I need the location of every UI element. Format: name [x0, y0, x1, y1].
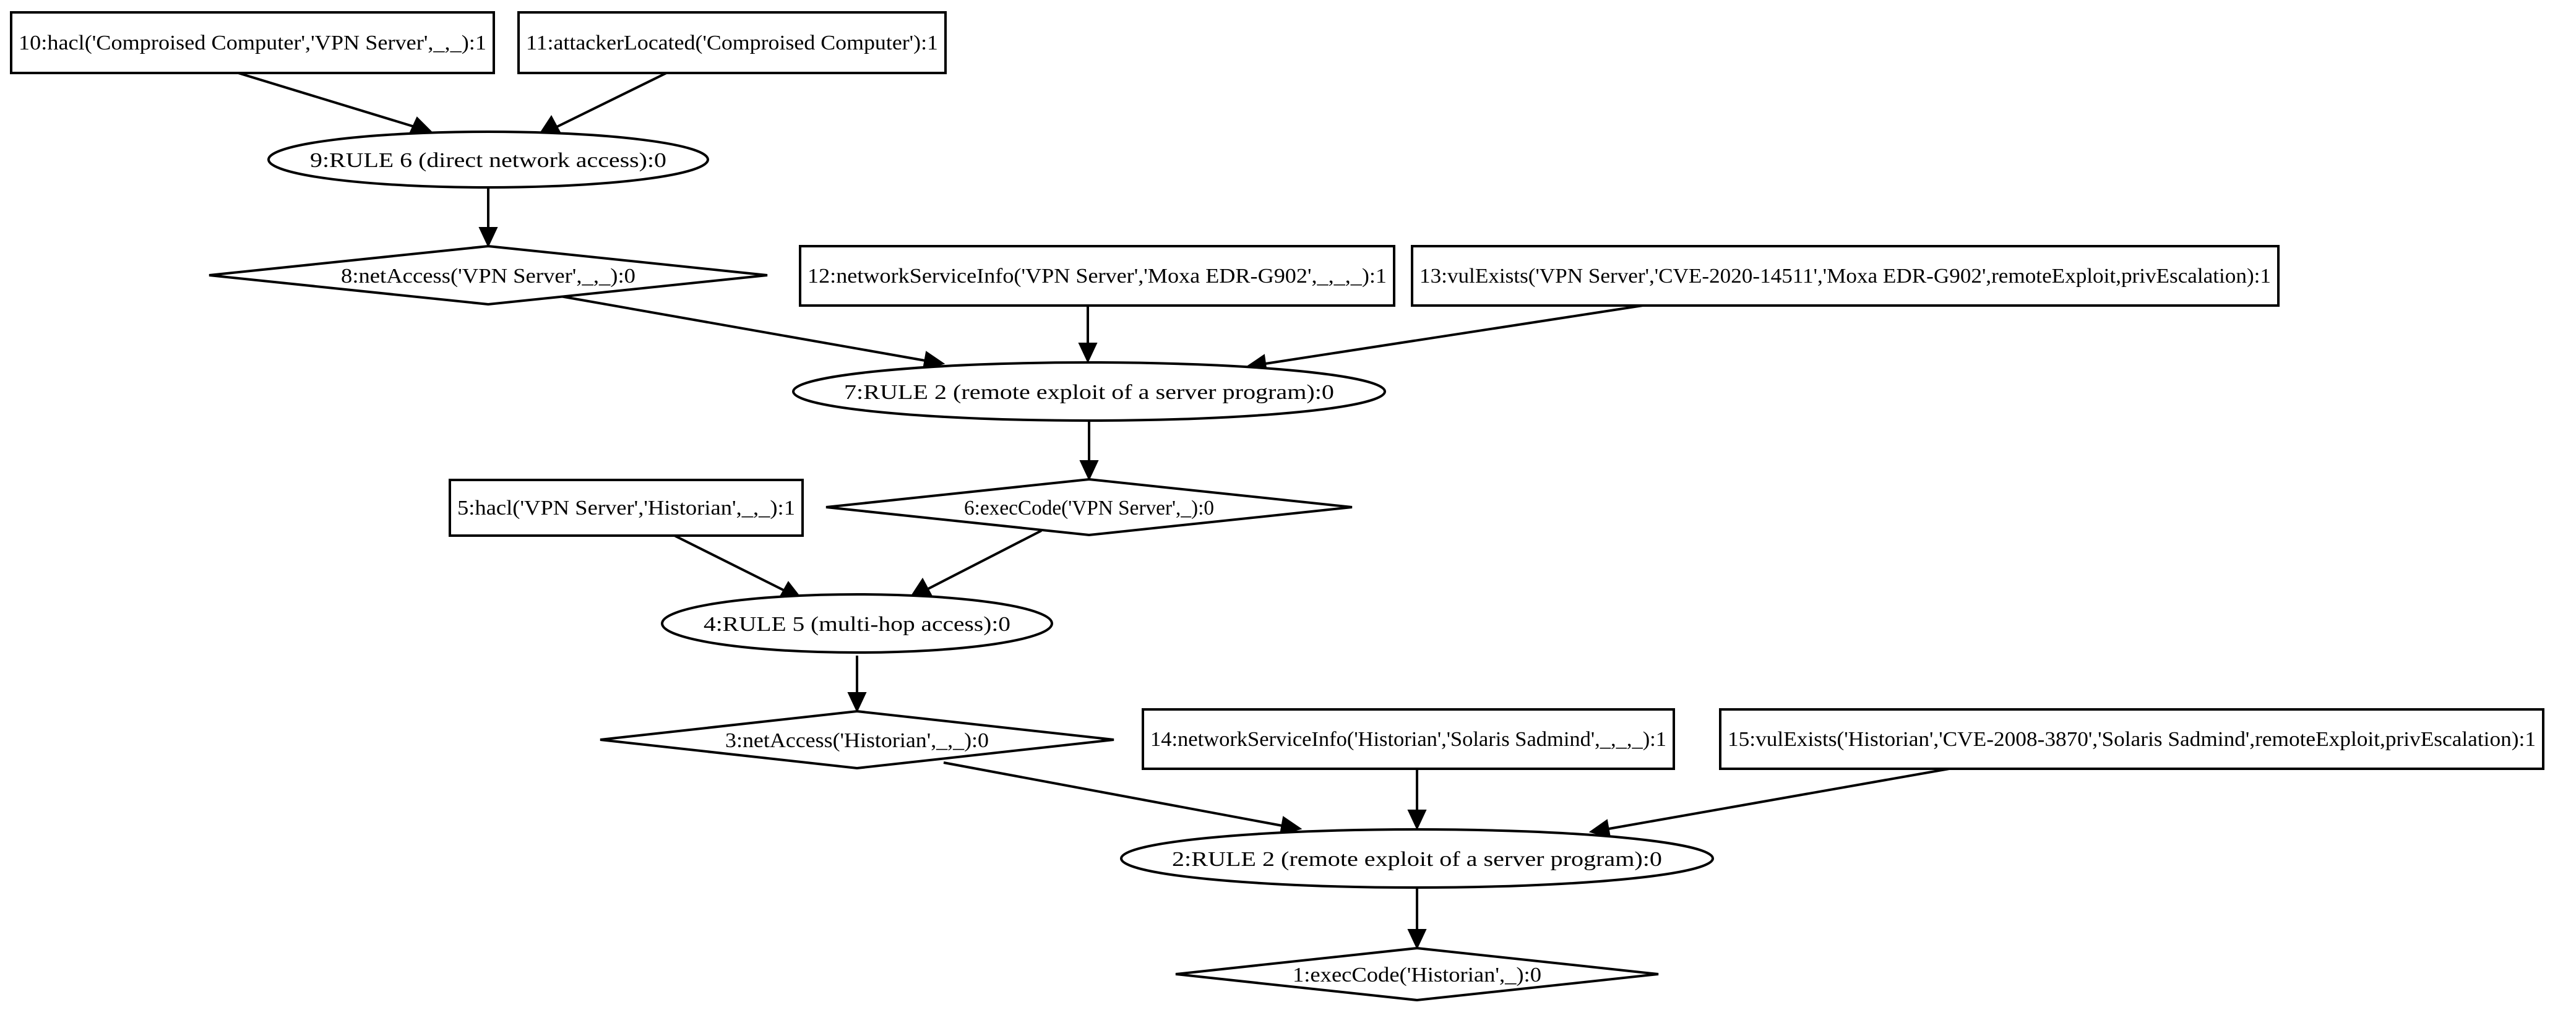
node-9-label: 9:RULE 6 (direct network access):0 [310, 149, 666, 172]
node-1-label: 1:execCode('Historian',_):0 [1293, 964, 1541, 986]
edge-4-to-3 [847, 656, 867, 713]
node-3-derived[interactable]: 3:netAccess('Historian',_,_):0 [600, 709, 1114, 770]
edge-15-to-2 [1588, 768, 1950, 839]
node-7-label: 7:RULE 2 (remote exploit of a server pro… [844, 381, 1334, 404]
node-7-rule[interactable]: 7:RULE 2 (remote exploit of a server pro… [792, 361, 1386, 422]
node-9-rule[interactable]: 9:RULE 6 (direct network access):0 [267, 131, 709, 189]
node-5-fact[interactable]: 5:hacl('VPN Server','Historian',_,_):1 [449, 479, 804, 537]
edge-11-to-9 [538, 72, 667, 135]
node-15-fact[interactable]: 15:vulExists('Historian','CVE-2008-3870'… [1719, 708, 2544, 770]
node-11-fact[interactable]: 11:attackerLocated('Comproised Computer'… [517, 11, 947, 74]
node-12-fact[interactable]: 12:networkServiceInfo('VPN Server','Moxa… [799, 245, 1395, 307]
node-11-label: 11:attackerLocated('Comproised Computer'… [526, 32, 938, 54]
edge-6-to-4 [910, 529, 1042, 598]
edge-10-to-9 [238, 72, 434, 135]
node-4-label: 4:RULE 5 (multi-hop access):0 [704, 613, 1010, 636]
node-12-label: 12:networkServiceInfo('VPN Server','Moxa… [808, 265, 1387, 288]
node-6-derived[interactable]: 6:execCode('VPN Server',_):0 [825, 477, 1353, 537]
node-15-label: 15:vulExists('Historian','CVE-2008-3870'… [1728, 728, 2536, 751]
node-8-derived[interactable]: 8:netAccess('VPN Server',_,_):0 [209, 244, 768, 306]
nodes: 10:hacl('Comproised Computer','VPN Serve… [10, 11, 2544, 1002]
node-2-label: 2:RULE 2 (remote exploit of a server pro… [1172, 848, 1662, 871]
edges [238, 72, 1950, 950]
node-3-label: 3:netAccess('Historian',_,_):0 [725, 729, 989, 752]
node-5-label: 5:hacl('VPN Server','Historian',_,_):1 [457, 497, 795, 520]
node-13-label: 13:vulExists('VPN Server','CVE-2020-1451… [1419, 265, 2271, 288]
edge-14-to-2 [1407, 768, 1427, 831]
node-1-goal[interactable]: 1:execCode('Historian',_):0 [1175, 946, 1659, 1002]
node-8-label: 8:netAccess('VPN Server',_,_):0 [341, 265, 635, 288]
node-10-fact[interactable]: 10:hacl('Comproised Computer','VPN Serve… [10, 11, 495, 74]
node-4-rule[interactable]: 4:RULE 5 (multi-hop access):0 [661, 593, 1053, 654]
edge-9-to-8 [478, 186, 498, 248]
node-2-rule[interactable]: 2:RULE 2 (remote exploit of a server pro… [1120, 828, 1714, 889]
edge-13-to-7 [1245, 303, 1652, 374]
node-14-fact[interactable]: 14:networkServiceInfo('Historian','Solar… [1142, 708, 1675, 770]
edge-7-to-6 [1079, 421, 1099, 481]
edge-3-to-2 [943, 761, 1303, 836]
node-13-fact[interactable]: 13:vulExists('VPN Server','CVE-2020-1451… [1411, 245, 2280, 307]
node-14-label: 14:networkServiceInfo('Historian','Solar… [1150, 728, 1666, 751]
edge-2-to-1 [1407, 888, 1427, 950]
edge-12-to-7 [1078, 303, 1098, 364]
node-10-label: 10:hacl('Comproised Computer','VPN Serve… [19, 32, 486, 54]
node-6-label: 6:execCode('VPN Server',_):0 [964, 497, 1214, 520]
edge-5-to-4 [674, 534, 803, 600]
